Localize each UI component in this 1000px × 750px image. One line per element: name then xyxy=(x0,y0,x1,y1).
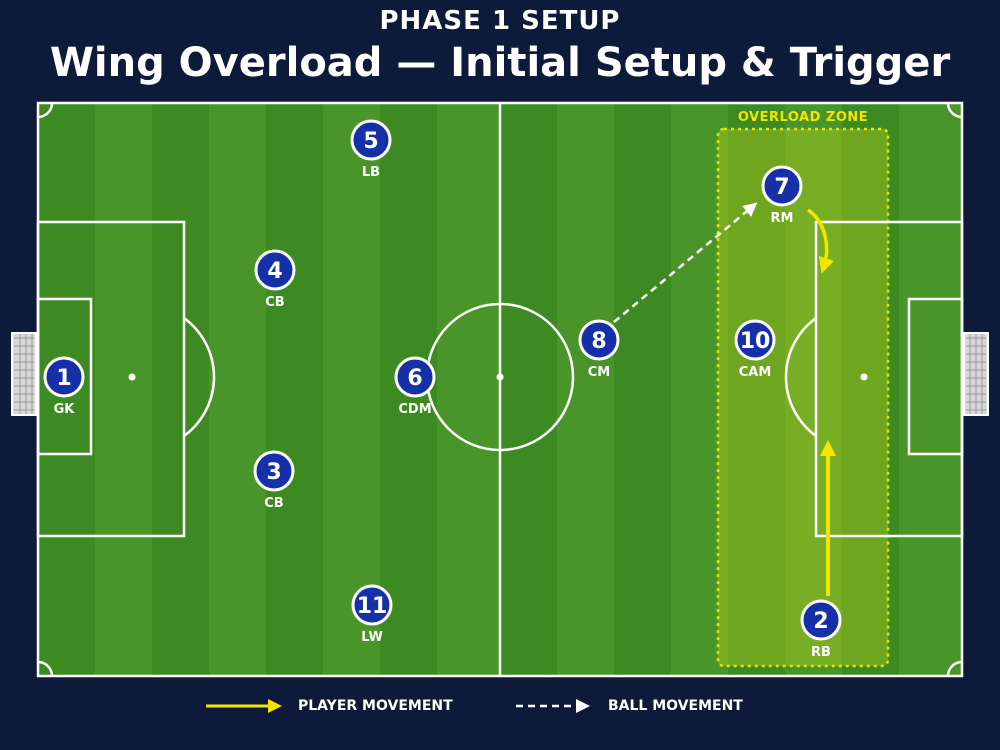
player-position-label: CM xyxy=(588,365,610,380)
player-cm-8: 8CM xyxy=(578,319,620,380)
right-goal xyxy=(963,332,989,416)
player-number: 5 xyxy=(363,129,378,154)
player-number: 3 xyxy=(266,460,281,485)
player-position-label: GK xyxy=(54,402,76,417)
player-number: 8 xyxy=(591,329,606,354)
player-number: 2 xyxy=(813,609,828,634)
player-position-label: LW xyxy=(361,630,383,645)
player-cb-4: 4CB xyxy=(254,249,296,310)
player-number: 1 xyxy=(56,366,71,391)
player-position-label: CAM xyxy=(739,365,772,380)
player-marker xyxy=(253,450,295,492)
player-position-label: RB xyxy=(811,645,831,660)
page-title: Wing Overload — Initial Setup & Trigger xyxy=(49,40,951,86)
player-position-label: LB xyxy=(362,165,380,180)
player-cb-3: 3CB xyxy=(253,450,295,511)
player-marker xyxy=(254,249,296,291)
overload-zone-label: OVERLOAD ZONE xyxy=(738,110,868,125)
player-number: 6 xyxy=(407,366,422,391)
player-position-label: CDM xyxy=(398,402,431,417)
player-position-label: CB xyxy=(264,496,283,511)
player-marker xyxy=(351,584,393,626)
player-movement-legend-arrow xyxy=(206,699,282,713)
player-marker xyxy=(350,119,392,161)
player-number: 7 xyxy=(774,175,789,200)
player-number: 4 xyxy=(267,259,282,284)
pitch-markings xyxy=(36,101,964,678)
player-marker xyxy=(394,356,436,398)
player-marker xyxy=(800,599,842,641)
player-rb-2: 2RB xyxy=(800,599,842,660)
legend-player-movement: PLAYER MOVEMENT xyxy=(204,694,453,718)
player-number: 10 xyxy=(740,329,771,354)
player-movement-arrow-rm xyxy=(806,208,835,274)
pitch-grass xyxy=(38,103,962,676)
player-rm-7: 7RM xyxy=(761,165,803,226)
phase-title: PHASE 1 SETUP xyxy=(379,6,621,36)
player-marker xyxy=(578,319,620,361)
player-position-label: RM xyxy=(771,211,794,226)
legend-ball-movement: BALL MOVEMENT xyxy=(514,694,743,718)
left-goal xyxy=(11,332,37,416)
ball-movement-arrow-cm-to-rm xyxy=(613,202,758,323)
player-position-label: CB xyxy=(265,295,284,310)
center-spot xyxy=(496,373,504,381)
player-movement-legend-label: PLAYER MOVEMENT xyxy=(298,698,453,714)
player-marker xyxy=(43,356,85,398)
player-marker xyxy=(734,319,776,361)
player-marker xyxy=(761,165,803,207)
overload-zone xyxy=(716,127,890,668)
player-lb-5: 5LB xyxy=(350,119,392,180)
player-gk-1: 1GK xyxy=(43,356,85,417)
ball-movement-legend-arrow xyxy=(516,699,590,713)
player-number: 11 xyxy=(357,594,388,619)
ball-movement-legend-label: BALL MOVEMENT xyxy=(608,698,743,714)
left-penalty-spot xyxy=(128,373,136,381)
right-penalty-spot xyxy=(860,373,868,381)
